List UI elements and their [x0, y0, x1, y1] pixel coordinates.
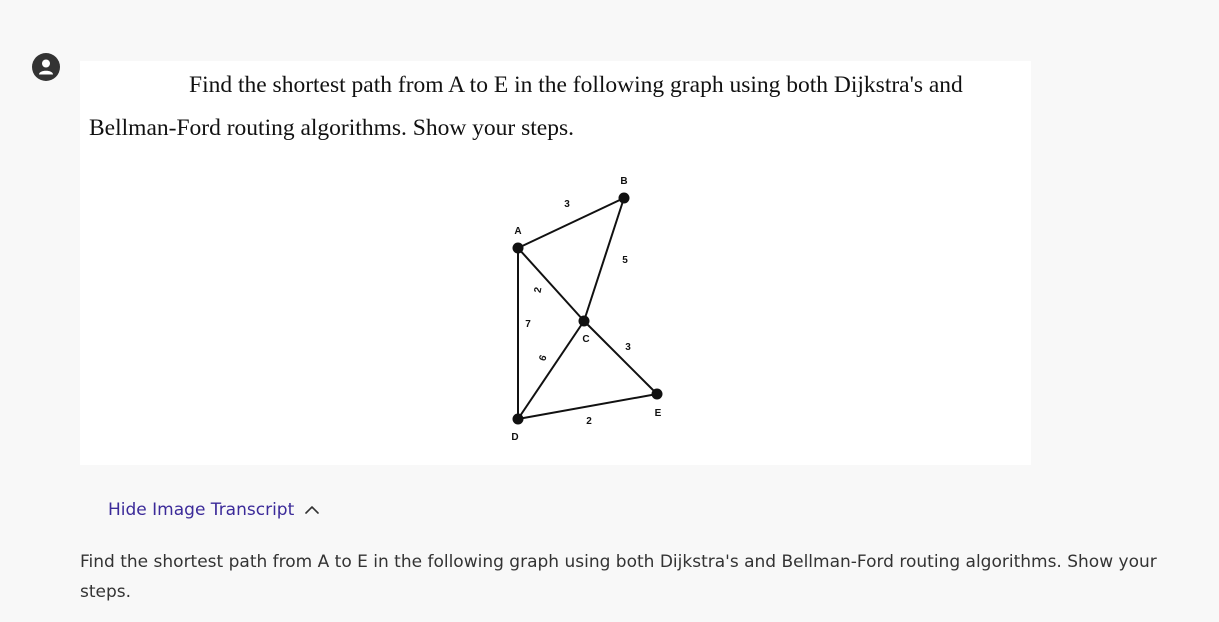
edge-label-d-e: 2	[586, 416, 592, 427]
image-transcript-text: Find the shortest path from A to E in th…	[80, 552, 1157, 602]
node-label-e: E	[655, 408, 662, 419]
chevron-up-icon	[305, 506, 320, 514]
edge-b-c	[583, 197, 625, 322]
node-label-c: C	[582, 334, 589, 345]
edge-label-c-d: 6	[537, 353, 549, 362]
node-d	[512, 413, 524, 425]
node-label-a: A	[514, 226, 521, 237]
hide-image-transcript-button[interactable]: Hide Image Transcript	[108, 500, 320, 520]
edge-d-e	[517, 393, 658, 420]
edge-label-a-b: 3	[564, 199, 570, 210]
node-a	[512, 242, 524, 254]
node-label-b: B	[620, 176, 627, 187]
edge-label-a-c: 2	[533, 286, 545, 294]
question-image: Find the shortest path from A to E in th…	[80, 61, 1031, 465]
question-text-line-1: Find the shortest path from A to E in th…	[189, 72, 963, 98]
node-c	[578, 315, 590, 327]
edge-c-e	[583, 320, 658, 395]
node-b	[618, 192, 630, 204]
edge-a-b	[517, 197, 625, 249]
edge-label-b-c: 5	[622, 255, 628, 266]
graph-diagram: A B C D E 3 2 7 5 6 3 2	[511, 176, 663, 443]
edge-label-a-d: 7	[525, 319, 531, 330]
node-label-d: D	[511, 432, 518, 443]
edge-a-c	[517, 247, 585, 322]
hide-image-transcript-label: Hide Image Transcript	[108, 500, 295, 520]
edge-label-c-e: 3	[625, 342, 631, 353]
user-avatar-icon	[32, 53, 60, 81]
question-text-line-2: Bellman-Ford routing algorithms. Show yo…	[89, 115, 574, 141]
node-e	[651, 388, 663, 400]
edge-c-d	[517, 320, 585, 420]
